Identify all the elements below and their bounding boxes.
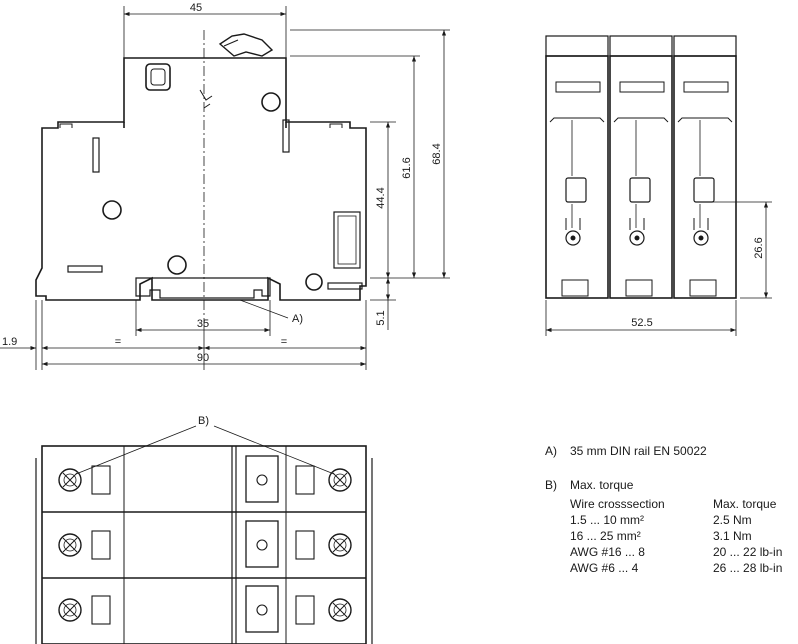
- slot-left: [92, 137, 100, 173]
- hole-4: [305, 273, 323, 291]
- torque-row-wire: AWG #16 ... 8: [570, 545, 645, 559]
- terminal-row-2: [58, 520, 352, 568]
- dim-35: 35: [197, 318, 209, 330]
- dim-52-5: 52.5: [631, 317, 652, 329]
- dim-68-4: 68.4: [431, 143, 443, 164]
- side-view: [35, 33, 367, 301]
- din-rail-clip: [135, 277, 271, 299]
- side-view-outline: [35, 57, 367, 301]
- hole-2: [102, 200, 122, 220]
- legend-b-key: B): [545, 478, 557, 492]
- dim-44-4: 44.4: [375, 187, 387, 208]
- dim-5-1: 5.1: [375, 310, 387, 325]
- pole-3: [673, 35, 737, 299]
- legend-a-key: A): [545, 444, 557, 458]
- torque-col1-header: Wire crosssection: [570, 497, 665, 511]
- torque-row-value: 3.1 Nm: [713, 529, 752, 543]
- torque-row-wire: 16 ... 25 mm²: [570, 529, 641, 543]
- callout-a: A): [292, 313, 303, 325]
- dim-eq-left: =: [115, 336, 121, 348]
- dim-eq-right: =: [281, 336, 287, 348]
- torque-row-value: 20 ... 22 lb-in: [713, 545, 783, 559]
- torque-col2-header: Max. torque: [713, 497, 777, 511]
- legend-a: A) 35 mm DIN rail EN 50022: [545, 443, 707, 459]
- slot-bottom-right: [327, 282, 363, 290]
- torque-row-wire: 1.5 ... 10 mm²: [570, 513, 645, 527]
- dim-61-6: 61.6: [401, 157, 413, 178]
- callout-b: B): [198, 415, 209, 427]
- dim-45: 45: [190, 2, 202, 14]
- slot-right: [282, 119, 290, 153]
- terminal-row-1: [58, 455, 352, 503]
- pole-2: [609, 35, 673, 299]
- legend-b-text: Max. torque: [570, 478, 634, 492]
- terminal-row-3: [58, 585, 352, 633]
- side-view-dimensions: [0, 6, 450, 370]
- slot-bottom: [67, 265, 103, 273]
- lever: [218, 33, 274, 57]
- top-view-outline: [41, 445, 367, 644]
- front-view: [545, 35, 737, 299]
- pole-1: [545, 35, 609, 299]
- side-latch: [333, 211, 361, 269]
- legend-b: B) Max. torque: [545, 477, 633, 493]
- torque-row-wire: AWG #6 ... 4: [570, 561, 639, 575]
- hole-1: [261, 92, 281, 112]
- torque-row-value: 26 ... 28 lb-in: [713, 561, 783, 575]
- torque-row-value: 2.5 Nm: [713, 513, 752, 527]
- top-view: [35, 425, 373, 644]
- dim-1-9: 1.9: [2, 336, 17, 348]
- legend-a-text: 35 mm DIN rail EN 50022: [570, 444, 707, 458]
- hole-3: [167, 255, 187, 275]
- front-view-dimensions: [545, 201, 772, 336]
- push-button: [145, 63, 171, 91]
- dim-90: 90: [197, 352, 209, 364]
- dim-26-6: 26.6: [753, 237, 765, 258]
